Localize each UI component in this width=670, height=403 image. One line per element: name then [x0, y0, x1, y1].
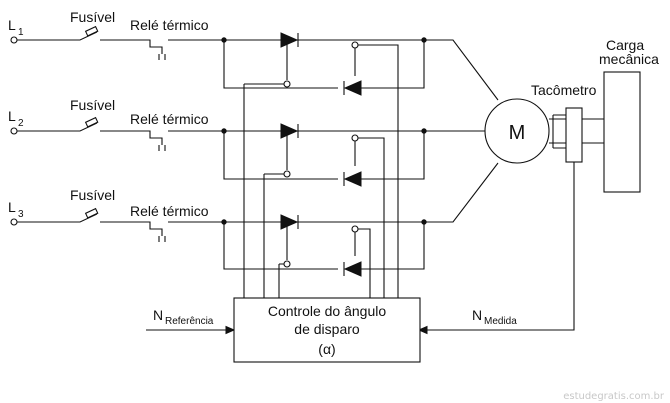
n-medida-sub: Medida: [484, 316, 517, 327]
phase-3: L 3 Fusível Relé térmico: [8, 162, 499, 277]
thermal-relay-1: [158, 54, 166, 60]
motor-label: M: [509, 122, 526, 144]
n-medida-main: N: [472, 307, 482, 323]
n-referencia-sub: Referência: [165, 316, 214, 327]
controller-line2: de disparo: [294, 321, 360, 337]
gate-wiring: [243, 44, 399, 298]
fuse-label-3: Fusível: [70, 187, 115, 203]
phase-1: L 1 Fusível Relé térmico: [8, 9, 499, 101]
fuse-1: [84, 25, 99, 37]
controller-line3: (α): [318, 341, 335, 357]
load-label-line1: Carga: [606, 37, 644, 53]
n-referencia-main: N: [153, 307, 163, 323]
thyristor-reverse-2: [343, 171, 362, 187]
thyristor-forward-2: [280, 123, 299, 139]
line-l1-sub: 1: [18, 27, 24, 38]
mechanical-load: Carga mecânica: [599, 37, 659, 193]
watermark: estudegratis.com.br: [563, 391, 665, 402]
line-l2-letter: L: [8, 108, 16, 124]
controller-line1: Controle do ângulo: [268, 303, 387, 319]
firing-angle-controller: Controle do ângulo de disparo (α): [233, 297, 421, 363]
terminal-l1: [10, 36, 18, 44]
line-l3-letter: L: [8, 199, 16, 215]
thermal-relay-2: [158, 145, 166, 151]
relay-label-2: Relé térmico: [130, 111, 209, 127]
load-label-line2: mecânica: [599, 51, 659, 67]
motor-circle: [484, 98, 550, 164]
terminal-l2: [10, 127, 18, 135]
relay-label-1: Relé térmico: [130, 17, 209, 33]
fuse-2: [84, 116, 99, 128]
fuse-3: [84, 207, 99, 219]
relay-label-3: Relé térmico: [130, 203, 209, 219]
tachometer-label: Tacômetro: [531, 82, 597, 98]
phase-2: L 2 Fusível Relé térmico: [8, 97, 485, 187]
line-l2-sub: 2: [18, 118, 24, 129]
line-l3-sub: 3: [18, 209, 24, 220]
motor: M: [484, 98, 550, 164]
thermal-relay-3: [158, 236, 166, 242]
tachometer: Tacômetro: [531, 82, 597, 163]
line-l1-letter: L: [8, 17, 16, 33]
thyristor-forward-3: [280, 214, 299, 230]
thyristor-reverse-1: [343, 80, 362, 96]
thyristor-reverse-3: [343, 261, 362, 277]
fuse-label-1: Fusível: [70, 9, 115, 25]
terminal-l3: [10, 218, 18, 226]
thyristor-forward-1: [280, 32, 299, 48]
fuse-label-2: Fusível: [70, 97, 115, 113]
